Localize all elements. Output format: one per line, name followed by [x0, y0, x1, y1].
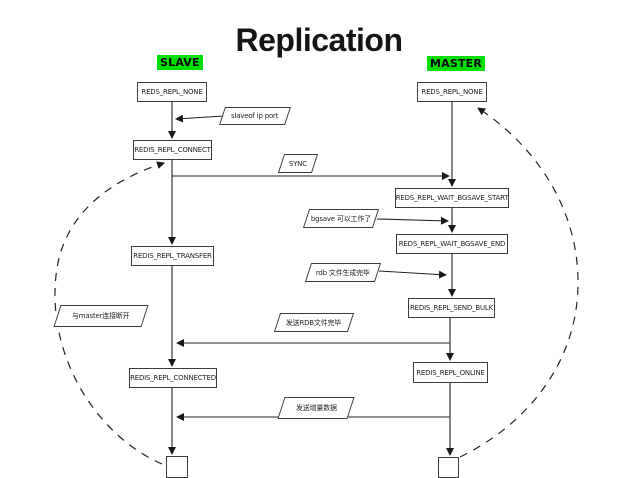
message-master-disconnect-label: 与master连接断开 — [72, 312, 130, 320]
message-rdb-done-label: rdb 文件生成完毕 — [316, 268, 370, 277]
lane-label-master: MASTER — [427, 56, 486, 71]
terminal-node-master — [438, 457, 459, 478]
message-bgsave-ok: bgsave 可以工作了 — [302, 209, 380, 228]
message-master-disconnect: 与master连接断开 — [53, 305, 149, 327]
dashed-loop-master-reset — [459, 107, 579, 458]
state-slave-repl-connect: REDIS_REPL_CONNECT — [133, 140, 212, 160]
dashed-loop-slave-reconnect — [54, 161, 165, 465]
state-master-repl-online: REDIS_REPL_ONLINE — [413, 362, 488, 383]
arrow-slaveof-command — [175, 114, 225, 123]
message-sync-label: SYNC — [288, 159, 308, 168]
state-slave-repl-none: REDS_REPL_NONE — [137, 82, 207, 102]
state-slave-repl-connected: REDIS_REPL_CONNECTED — [129, 368, 217, 388]
state-master-wait-bgsave-end: REDS_REPL_WAIT_BGSAVE_END — [396, 234, 508, 254]
diagram-title: Replication — [235, 22, 403, 58]
message-send-rdb-done-label: 发送RDB文件完毕 — [286, 318, 342, 327]
message-sync: SYNC — [277, 154, 319, 173]
arrow-rdb-generated — [378, 270, 447, 279]
message-slaveof-label: slaveof ip port — [231, 112, 279, 120]
lane-label-slave: SLAVE — [157, 55, 203, 70]
state-master-wait-bgsave-start: REDS_REPL_WAIT_BGSAVE_START — [395, 188, 509, 208]
message-send-rdb-done: 发送RDB文件完毕 — [273, 313, 355, 332]
message-bgsave-ok-label: bgsave 可以工作了 — [310, 214, 372, 223]
message-rdb-done: rdb 文件生成完毕 — [304, 263, 382, 282]
state-master-send-bulk: REDIS_REPL_SEND_BULK — [408, 298, 495, 318]
state-master-repl-none: REDS_REPL_NONE — [417, 82, 487, 102]
message-send-incremental-label: 发送增量数据 — [295, 404, 337, 412]
message-send-incremental: 发送增量数据 — [277, 397, 355, 419]
terminal-node-slave — [166, 456, 188, 478]
message-slaveof: slaveof ip port — [219, 107, 291, 125]
arrow-bgsave-ready — [376, 216, 449, 225]
state-slave-repl-transfer: REDIS_REPL_TRANSFER — [131, 246, 214, 266]
